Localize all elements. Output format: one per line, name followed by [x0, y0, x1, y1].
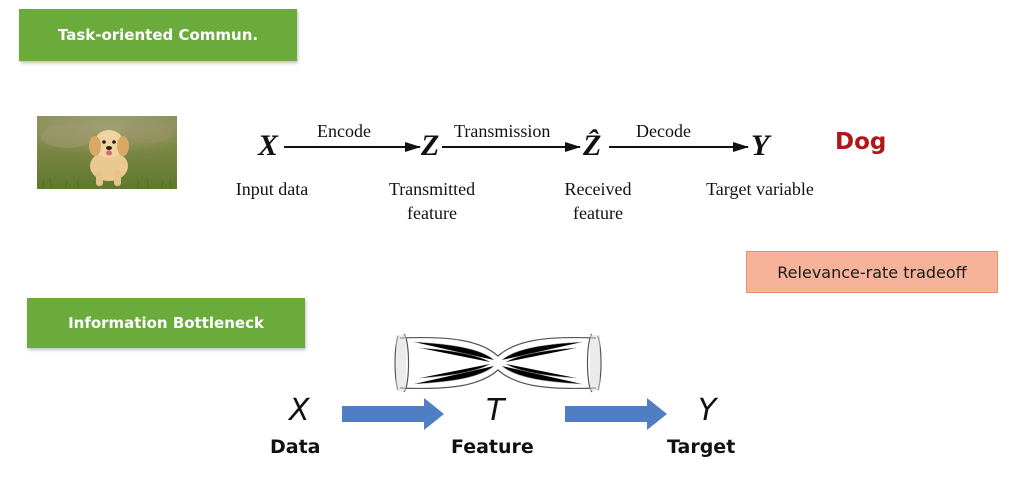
prediction-dog: Dog: [835, 129, 887, 155]
decode-label: Decode: [636, 121, 691, 141]
tradeoff-label: Relevance-rate tradeoff: [777, 262, 967, 282]
ib-var-y: Y: [698, 393, 717, 428]
ib-label-feature: Feature: [451, 436, 534, 458]
var-x: X: [258, 129, 279, 162]
target-variable-caption: Target variable: [692, 177, 828, 201]
tradeoff-box: Relevance-rate tradeoff: [746, 251, 998, 293]
input-data-text: Input data: [235, 179, 309, 199]
encode-label: Encode: [317, 121, 371, 141]
information-bottleneck-badge: Information Bottleneck: [27, 298, 305, 348]
information-bottleneck-label: Information Bottleneck: [68, 314, 264, 332]
ib-var-x: X: [289, 393, 310, 428]
arrow-data-to-feature: [342, 398, 444, 430]
transmitted-feature-caption: Transmitted feature: [372, 177, 492, 225]
input-data-caption: Input data: [222, 177, 322, 201]
var-y: Y: [751, 129, 770, 162]
ib-label-target: Target: [667, 436, 736, 458]
task-oriented-badge: Task-oriented Commun.: [19, 9, 297, 61]
arrow-feature-to-target: [565, 398, 667, 430]
task-oriented-label: Task-oriented Commun.: [57, 26, 259, 44]
ib-var-t: T: [486, 393, 505, 428]
puppy-image: [37, 116, 177, 189]
bottleneck-sketch: [394, 333, 602, 393]
transmitted-feature-text: feature: [407, 203, 457, 223]
ib-label-data: Data: [270, 436, 321, 458]
var-zhat: Ẑ: [583, 129, 602, 162]
target-variable-text: Target variable: [706, 179, 814, 199]
transmitted-text: Transmitted: [388, 179, 476, 199]
var-z: Z: [421, 129, 440, 162]
received-feature-caption: Received feature: [548, 177, 648, 225]
transmission-label: Transmission: [454, 121, 551, 141]
received-text: Received: [564, 179, 632, 199]
received-feature-text: feature: [573, 203, 623, 223]
